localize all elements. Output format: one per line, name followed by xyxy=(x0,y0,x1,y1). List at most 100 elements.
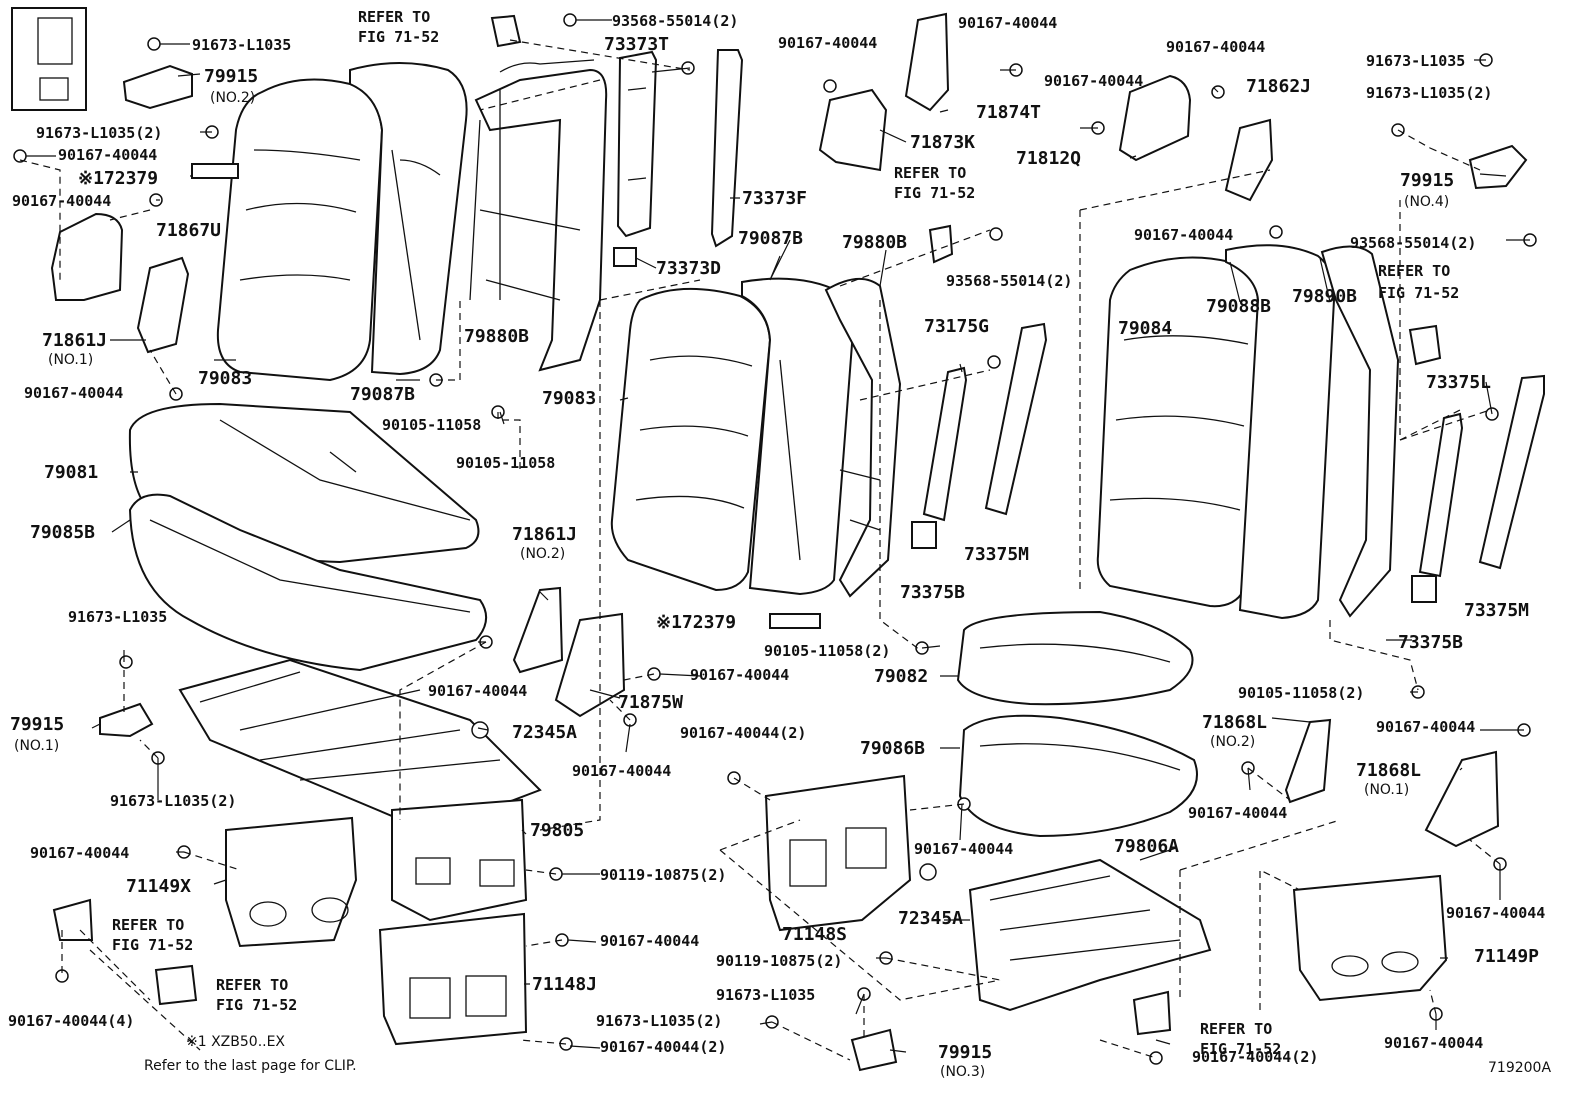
clip-172379-left xyxy=(191,163,239,179)
bracket-refer-71-52-a xyxy=(52,898,94,941)
clip-73375B-middle xyxy=(911,521,937,549)
label-71868L-no2-sub: (NO.2) xyxy=(1210,734,1255,750)
bracket-79805 xyxy=(391,798,528,922)
label-73373T: 73373T xyxy=(604,34,669,55)
seat-cushion-pad-79086B xyxy=(958,714,1198,838)
footnote-line2: Refer to the last page for CLIP. xyxy=(144,1058,357,1074)
label-73375B-mid: 73375B xyxy=(900,582,965,603)
clip-73373D xyxy=(613,247,637,267)
label-79880B-left: 79880B xyxy=(464,326,529,347)
label-refer-fig-bl1-1: REFER TO xyxy=(112,916,184,934)
label-73375M-right: 73375M xyxy=(1464,600,1529,621)
label-79805: 79805 xyxy=(530,820,584,841)
label-90167-2-bottom: 90167-40044(2) xyxy=(600,1038,726,1056)
label-71867U: 71867U xyxy=(156,220,221,241)
label-72345A-right: 72345A xyxy=(898,908,963,929)
label-90167-i: 90167-40044 xyxy=(600,932,699,950)
label-79086B: 79086B xyxy=(860,738,925,759)
label-79915-no3: 79915 xyxy=(938,1042,992,1063)
clip-73375B-right xyxy=(1411,575,1437,603)
seat-frame-79806A xyxy=(968,858,1212,1012)
seatback-79083-middle xyxy=(610,277,854,596)
footnote-line1: ※1 XZB50..EX xyxy=(186,1034,285,1050)
label-79915-no4-sub: (NO.4) xyxy=(1404,194,1449,210)
label-71862J: 71862J xyxy=(1246,76,1311,97)
seat-cushion-79082 xyxy=(956,610,1194,706)
trim-73375M-right xyxy=(1478,374,1545,570)
label-90167-f: 90167-40044 xyxy=(572,762,671,780)
seatback-frame-79890B xyxy=(1320,245,1400,618)
label-71861J-no1-sub: (NO.1) xyxy=(48,352,93,368)
label-90105-b: 90105-11058 xyxy=(456,454,555,472)
label-90105-mid: 90105-11058(2) xyxy=(764,642,890,660)
cover-71148S xyxy=(764,774,912,932)
cover-71868L-no1 xyxy=(1424,750,1500,848)
label-90167-right-mid: 90167-40044 xyxy=(1134,226,1233,244)
label-79915-no2-sub: (NO.2) xyxy=(210,90,255,106)
cover-71149X xyxy=(225,816,358,948)
label-90167-4: 90167-40044(4) xyxy=(8,1012,134,1030)
label-71873K: 71873K xyxy=(910,132,975,153)
label-90167-b: 90167-40044 xyxy=(12,192,111,210)
cover-71812Q xyxy=(1118,74,1192,162)
label-71874T: 71874T xyxy=(976,102,1041,123)
bracket-93568-middle xyxy=(928,224,954,264)
label-79890B: 79890B xyxy=(1292,286,1357,307)
figure-id: 719200A xyxy=(1488,1060,1551,1076)
label-71861J-no2-sub: (NO.2) xyxy=(520,546,565,562)
bracket-79915-no3 xyxy=(850,1028,898,1072)
label-73373F: 73373F xyxy=(742,188,807,209)
label-71149P: 71149P xyxy=(1474,946,1539,967)
bracket-93568-right xyxy=(1408,324,1442,366)
label-refer-fig-mid-2: FIG 71-52 xyxy=(894,184,975,202)
label-71875W: 71875W xyxy=(618,692,683,713)
label-90167-right-top2: 90167-40044 xyxy=(1044,72,1143,90)
label-90105-right: 90105-11058(2) xyxy=(1238,684,1364,702)
label-79915-no2: 79915 xyxy=(204,66,258,87)
bracket-79915-no4 xyxy=(1468,144,1528,190)
label-90167-right-top1: 90167-40044 xyxy=(1166,38,1265,56)
label-refer-fig-right-2: FIG 71-52 xyxy=(1378,284,1459,302)
label-73375L: 73375L xyxy=(1426,372,1491,393)
label-79915-no1: 79915 xyxy=(10,714,64,735)
bracket-refer-71-52-c xyxy=(1132,990,1172,1036)
label-79084: 79084 xyxy=(1118,318,1172,339)
bracket-71867U xyxy=(136,256,190,354)
label-79088B: 79088B xyxy=(1206,296,1271,317)
label-90167-top-mid2: 90167-40044 xyxy=(958,14,1057,32)
label-71868L-no1-sub: (NO.1) xyxy=(1364,782,1409,798)
label-79915-no4: 79915 xyxy=(1400,170,1454,191)
seatback-79083-left xyxy=(216,62,468,382)
label-79880B-mid: 79880B xyxy=(842,232,907,253)
label-90167-top-mid: 90167-40044 xyxy=(778,34,877,52)
label-79087B-left: 79087B xyxy=(350,384,415,405)
label-71868L-no1: 71868L xyxy=(1356,760,1421,781)
bracket-71862J xyxy=(1224,118,1274,202)
label-91673-right-a: 91673-L1035 xyxy=(1366,52,1465,70)
label-79806A: 79806A xyxy=(1114,836,1179,857)
label-93568-mid: 93568-55014(2) xyxy=(946,272,1072,290)
label-79081: 79081 xyxy=(44,462,98,483)
cover-71861J-no1 xyxy=(50,212,124,301)
label-90167-2-mid: 90167-40044(2) xyxy=(680,724,806,742)
label-79082: 79082 xyxy=(874,666,928,687)
label-71148S: 71148S xyxy=(782,924,847,945)
label-90167-a: 90167-40044 xyxy=(58,146,157,164)
label-91673-2-bottom: 91673-L1035(2) xyxy=(596,1012,722,1030)
label-91673-left-b: 91673-L1035 xyxy=(68,608,167,626)
label-90119-a: 90119-10875(2) xyxy=(600,866,726,884)
label-91673-top-left: 91673-L1035 xyxy=(192,36,291,54)
label-refer-fig-top-2: FIG 71-52 xyxy=(358,28,439,46)
trim-73175G xyxy=(922,366,968,522)
label-91673-bottom: 91673-L1035 xyxy=(716,986,815,1004)
label-73175G: 73175G xyxy=(924,316,989,337)
vehicle-seat-location-icon xyxy=(11,7,87,111)
label-73373D: 73373D xyxy=(656,258,721,279)
label-91673-right-b: 91673-L1035(2) xyxy=(1366,84,1492,102)
trim-73375L xyxy=(1418,412,1464,578)
label-79085B: 79085B xyxy=(30,522,95,543)
cover-71148J xyxy=(378,912,528,1046)
label-91673-l-2: 91673-L1035(2) xyxy=(36,124,162,142)
